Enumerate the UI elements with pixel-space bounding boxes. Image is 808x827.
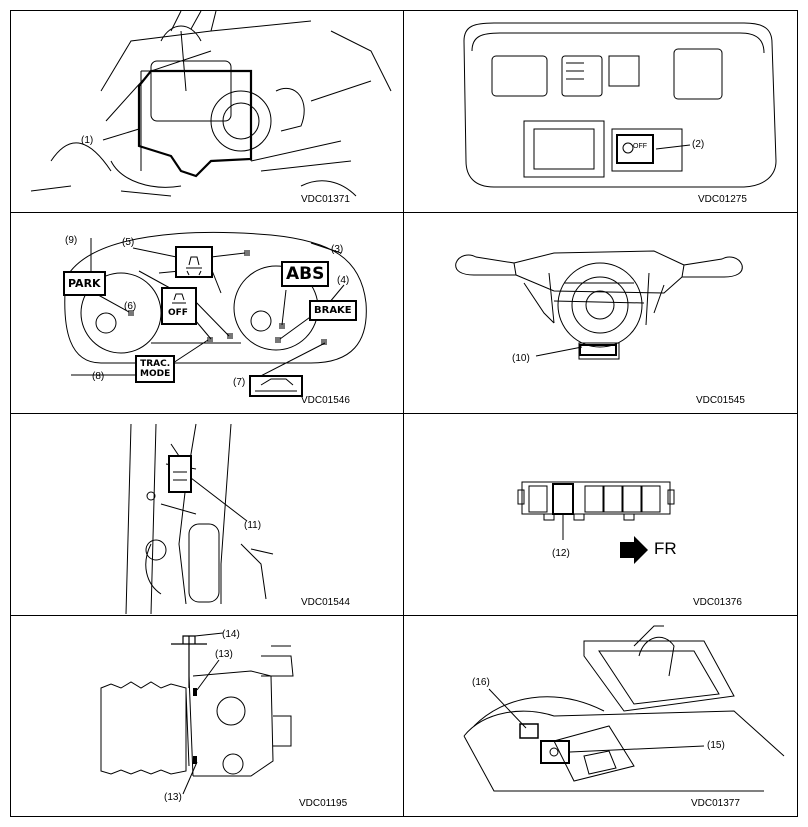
callout-6: (6) xyxy=(124,301,137,312)
vdc-off-indicator-label: OFF xyxy=(168,308,188,318)
wheel-speed-sensor-drawing xyxy=(100,632,294,795)
callout-12: (12) xyxy=(552,548,570,559)
callout-16: (16) xyxy=(472,677,490,688)
panel-yaw-rate-sensor: (11) VDC01544 xyxy=(11,414,403,615)
callout-14: (14) xyxy=(222,629,240,640)
callout-15: (15) xyxy=(707,740,725,751)
callout-10: (10) xyxy=(512,353,530,364)
figure-code: VDC01546 xyxy=(301,395,350,406)
figure-code: VDC01545 xyxy=(696,395,745,406)
callout-7: (7) xyxy=(233,377,246,388)
callout-1: (1) xyxy=(81,135,94,146)
trac-mode-line-1: TRAC. xyxy=(140,359,171,369)
console-switches-drawing xyxy=(463,625,785,792)
abs-indicator-label: ABS xyxy=(281,261,330,287)
off-button-label: OFF xyxy=(633,143,647,150)
hydraulic-unit-drawing xyxy=(30,11,392,197)
figure-code: VDC01275 xyxy=(698,194,747,205)
switch-panel-drawing xyxy=(463,22,777,188)
yaw-rate-sensor-drawing xyxy=(125,423,274,615)
figure-code: VDC01371 xyxy=(301,194,350,205)
panel-wheel-speed-sensor: (14) (13) (13) VDC01195 xyxy=(11,616,403,816)
callout-9: (9) xyxy=(65,235,78,246)
panel-switch-panel: OFF (2) VDC01275 xyxy=(404,11,797,212)
callout-3: (3) xyxy=(331,244,344,255)
panel-hydraulic-unit: (1) VDC01371 xyxy=(11,11,403,212)
callout-13-lower: (13) xyxy=(164,792,182,803)
trac-mode-line-2: MODE xyxy=(140,369,171,379)
figure-code: VDC01544 xyxy=(301,597,350,608)
callout-11: (11) xyxy=(244,520,262,531)
callout-8: (8) xyxy=(92,371,105,382)
panel-combination-meter: (9) (5) (3) (4) (6) (8) (7) PARK ABS OFF… xyxy=(11,213,403,413)
figure-code: VDC01195 xyxy=(299,798,348,809)
callout-5: (5) xyxy=(122,237,135,248)
trac-mode-indicator-label: TRAC. MODE xyxy=(135,355,176,383)
figure-code: VDC01376 xyxy=(693,597,742,608)
steering-angle-sensor-drawing xyxy=(455,250,743,360)
callout-4: (4) xyxy=(337,275,350,286)
callout-13-upper: (13) xyxy=(215,649,233,660)
panel-connector: (12) FR VDC01376 xyxy=(404,414,797,615)
callout-2: (2) xyxy=(692,139,705,150)
brake-indicator-label: BRAKE xyxy=(309,300,357,321)
combination-meter-drawing xyxy=(64,231,367,397)
figure-code: VDC01377 xyxy=(691,798,740,809)
direction-front-label: FR xyxy=(654,539,677,558)
panel-console-switches: (16) (15) VDC01377 xyxy=(404,616,797,816)
panel-steering-angle-sensor: (10) VDC01545 xyxy=(404,213,797,413)
park-indicator-label: PARK xyxy=(63,271,106,296)
connector-drawing xyxy=(517,481,675,564)
